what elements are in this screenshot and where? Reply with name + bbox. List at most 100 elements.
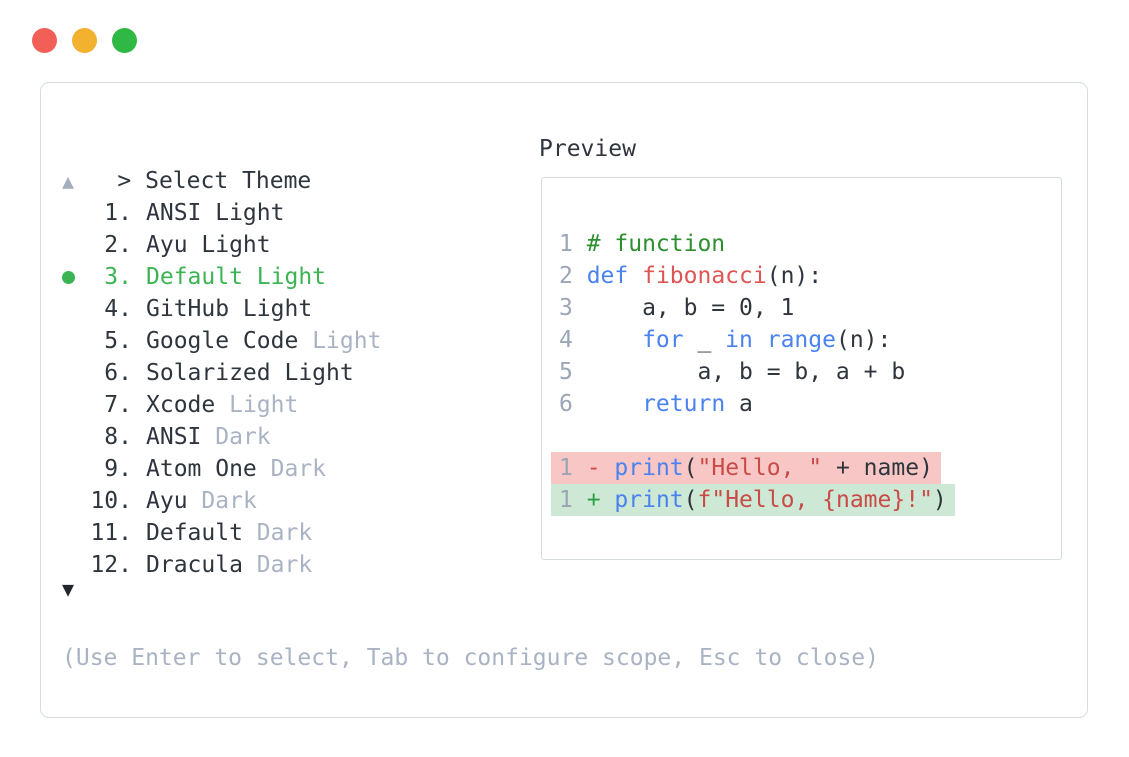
marker-spacer: [62, 229, 90, 261]
diff-added-line: 1 + print(f"Hello, {name}!"): [551, 484, 955, 516]
item-number: 4.: [104, 296, 132, 322]
code-line: [551, 420, 567, 452]
token-plain: [587, 327, 642, 353]
line-number: 1: [559, 231, 573, 257]
code-line: 1 # function: [551, 228, 733, 260]
maximize-window-button[interactable]: [112, 28, 137, 53]
token-plain: (: [683, 487, 698, 513]
marker-spacer: [62, 421, 90, 453]
item-name: Xcode Light: [146, 392, 299, 418]
theme-list-item[interactable]: 3. Default Light: [62, 261, 522, 293]
theme-list-item[interactable]: 6. Solarized Light: [62, 357, 522, 389]
item-name: Ayu Light: [146, 232, 271, 258]
selected-bullet-icon: [62, 270, 75, 284]
marker-spacer: [62, 517, 90, 549]
prompt-title: Select Theme: [145, 168, 312, 194]
token-plain: (n):: [835, 327, 892, 353]
token-plain: a, b = b, a + b: [586, 359, 906, 385]
prompt-caret: >: [117, 168, 132, 194]
token-kw: print: [614, 487, 684, 513]
diff-removed-line: 1- print("Hello, " + name): [551, 452, 941, 484]
token-plain: (: [683, 455, 698, 481]
theme-list-item[interactable]: 10. Ayu Dark: [62, 485, 522, 517]
token-plain: [628, 263, 642, 289]
token-str: f"Hello, {name}!": [697, 487, 933, 513]
item-number: 3.: [104, 264, 132, 290]
code-line: 6 return a: [551, 388, 761, 420]
item-name: Default Light: [146, 264, 327, 290]
line-number: 3: [559, 295, 573, 321]
line-number: 6: [559, 391, 573, 417]
minimize-window-button[interactable]: [72, 28, 97, 53]
marker-spacer: [62, 293, 90, 325]
item-number: 2.: [104, 232, 132, 258]
line-number: 1: [559, 455, 573, 481]
token-plain: [753, 327, 767, 353]
code-line: 3 a, b = 0, 1: [551, 292, 802, 324]
item-number: 10.: [90, 488, 132, 514]
token-kw: print: [614, 455, 684, 481]
item-variant-dim: Dark: [256, 520, 313, 546]
item-name: ANSI Light: [146, 200, 285, 226]
preview-heading: Preview: [539, 136, 636, 162]
token-plain: [587, 391, 642, 417]
preview-box: 1 # function 2 def fibonacci (n): 3 a, b = 0,…: [541, 177, 1062, 560]
code-line: 4 for _ in range(n):: [551, 324, 899, 356]
item-name: Ayu Dark: [146, 488, 257, 514]
token-plain: [601, 455, 615, 481]
item-variant-dim: Light: [312, 328, 382, 354]
code-preview: 1 # function 2 def fibonacci (n): 3 a, b = 0,…: [551, 228, 955, 516]
theme-list-item[interactable]: 8.ANSI Dark: [62, 421, 522, 453]
token-kw: for: [642, 327, 684, 353]
marker-spacer: [62, 357, 90, 389]
scroll-down-icon[interactable]: ▼: [62, 577, 75, 601]
selected-indicator: [62, 261, 90, 293]
marker-spacer: [62, 485, 90, 517]
token-plus: +: [586, 487, 601, 513]
theme-list-item[interactable]: 11.Default Dark: [62, 517, 522, 549]
token-comment: # function: [586, 231, 726, 257]
item-variant-dim: Dark: [201, 488, 257, 514]
line-number: 1: [559, 487, 573, 513]
item-name: Google Code Light: [146, 328, 382, 354]
scroll-up-icon[interactable]: ▲: [62, 169, 75, 193]
theme-list-item[interactable]: 1. ANSI Light: [62, 197, 522, 229]
window-controls: [32, 28, 137, 53]
item-number: 8.: [104, 424, 132, 450]
token-plain: a, b = 0, 1: [586, 295, 795, 321]
token-minus: -: [586, 455, 601, 481]
marker-spacer: [62, 325, 90, 357]
item-number: 11.: [90, 520, 132, 546]
theme-picker-panel: > Select Theme Preview ▲ 1. ANSI Light 2. Ay…: [40, 82, 1088, 718]
item-name: Solarized Light: [146, 360, 354, 386]
token-kw: in: [725, 327, 753, 353]
theme-list-item[interactable]: 12.Dracula Dark: [62, 549, 522, 581]
item-variant-dim: Dark: [256, 552, 313, 578]
token-kw: def: [586, 263, 629, 289]
item-number: 9.: [104, 456, 132, 482]
item-variant-dim: Dark: [270, 456, 327, 482]
select-theme-prompt: > Select Theme: [62, 133, 311, 194]
item-variant-dim: Light: [229, 392, 299, 418]
item-variant-dim: Dark: [215, 424, 271, 450]
item-number: 1.: [104, 200, 132, 226]
item-number: 6.: [104, 360, 132, 386]
theme-list-item[interactable]: 5.Google Code Light: [62, 325, 522, 357]
token-plain: + name): [822, 455, 933, 481]
line-number: 2: [559, 263, 573, 289]
item-name: Dracula Dark: [146, 552, 313, 578]
token-fn: fibonacci: [642, 263, 767, 289]
theme-list-item[interactable]: 7.Xcode Light: [62, 389, 522, 421]
token-kw: range: [766, 327, 836, 353]
theme-list-item[interactable]: 2. Ayu Light: [62, 229, 522, 261]
token-plain: _: [683, 327, 726, 353]
token-str: "Hello, ": [697, 455, 823, 481]
marker-spacer: [62, 197, 90, 229]
theme-list-item[interactable]: 4.GitHub Light: [62, 293, 522, 325]
code-line: 5 a, b = b, a + b: [551, 356, 913, 388]
marker-spacer: [62, 453, 90, 485]
theme-list-item[interactable]: 9.Atom One Dark: [62, 453, 522, 485]
close-window-button[interactable]: [32, 28, 57, 53]
token-plain: ): [932, 487, 947, 513]
